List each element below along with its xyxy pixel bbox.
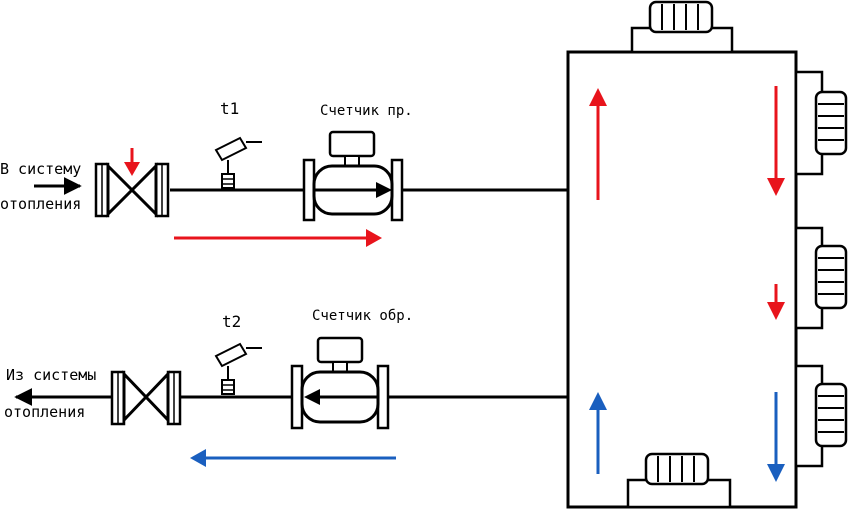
radiator-bottom-icon	[626, 452, 732, 509]
supply-meter-label: Счетчик пр.	[320, 103, 413, 119]
inlet-label-line1: В системy	[0, 160, 82, 178]
building-outline	[566, 50, 798, 509]
radiator-right-1-icon	[794, 70, 848, 176]
radiator-right-3-icon	[794, 364, 848, 468]
t1-label: t1	[220, 99, 240, 118]
inlet-label-line2: отопления	[0, 195, 82, 213]
return-flow-arrows	[190, 392, 785, 482]
supply-flow-arrows	[124, 86, 785, 320]
return-meter-icon	[290, 336, 390, 430]
t2-label: t2	[222, 312, 242, 331]
thermometer-t2-icon	[214, 342, 262, 395]
radiator-right-2-icon	[794, 226, 848, 330]
return-valve-icon	[110, 370, 182, 426]
supply-meter-icon	[302, 130, 404, 222]
radiator-top-icon	[630, 0, 734, 54]
return-meter-label: Счетчик обр.	[312, 308, 414, 324]
thermometer-t1-icon	[214, 136, 262, 189]
supply-valve-icon	[94, 162, 170, 218]
outlet-label-line1: Из системы	[6, 366, 97, 384]
outlet-label-line2: отопления	[4, 403, 86, 421]
